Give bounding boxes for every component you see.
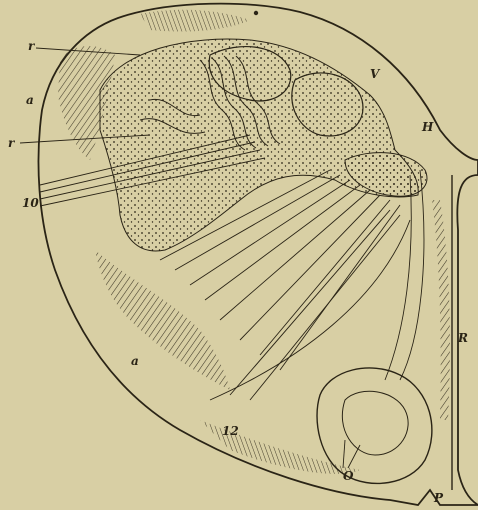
- label-h: H: [422, 121, 433, 133]
- label-a-lower: a: [131, 355, 139, 367]
- label-v: V: [370, 68, 379, 80]
- label-10: 10: [22, 197, 39, 209]
- label-p: P: [434, 492, 443, 504]
- hatched-region-lower-left: [95, 250, 230, 390]
- lower-nucleus-o: [317, 368, 432, 483]
- right-column-region: [432, 200, 450, 420]
- label-a-upper: a: [26, 94, 34, 106]
- label-12: 12: [222, 425, 239, 437]
- label-r-upper: r: [28, 40, 34, 52]
- top-marker-dot: [254, 11, 258, 15]
- label-o: O: [343, 470, 353, 482]
- lower-nucleus-inner: [342, 391, 408, 455]
- label-r-lower: r: [8, 137, 14, 149]
- label-r-right: R: [458, 332, 468, 344]
- hatched-region-top: [140, 10, 250, 32]
